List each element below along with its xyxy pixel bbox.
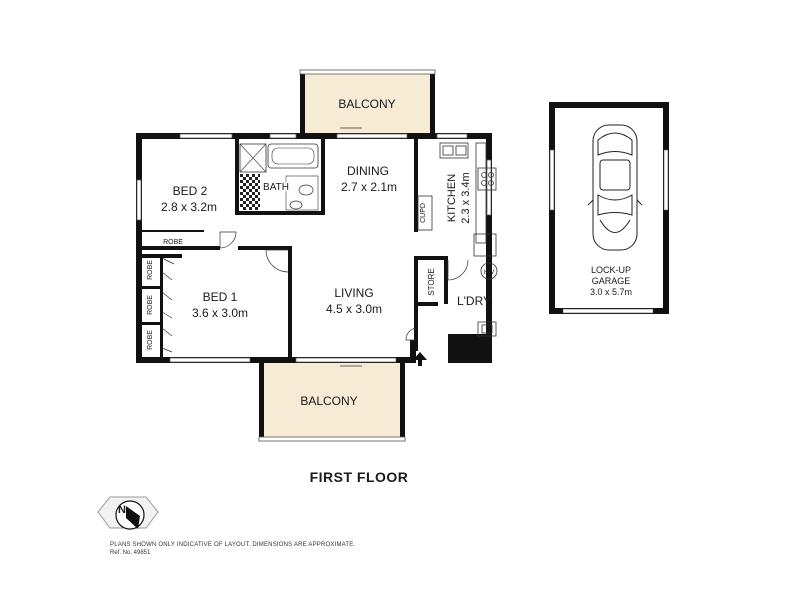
robe-1-label: ROBE: [147, 260, 154, 280]
garage: [549, 102, 669, 314]
windows: [136, 133, 492, 363]
car-icon: [587, 124, 643, 251]
bed2-name: BED 2: [173, 184, 208, 198]
dining-size: 2.7 x 2.1m: [341, 180, 397, 194]
north-compass-icon: [97, 496, 159, 530]
balcony-top: [299, 69, 436, 136]
kitchen-size: 2.3 x 3.4m: [460, 172, 472, 223]
entry-arrow: [413, 352, 427, 366]
dining-name: DINING: [347, 164, 389, 178]
bed1-name: BED 1: [203, 290, 238, 304]
balcony-bottom: [258, 359, 406, 442]
balcony-top-label: BALCONY: [338, 97, 395, 111]
robe-2-label: ROBE: [147, 295, 154, 315]
doors: [161, 231, 469, 353]
hw-label: HW: [484, 270, 494, 276]
robe-3-label: ROBE: [147, 330, 154, 350]
bed1-size: 3.6 x 3.0m: [192, 306, 248, 320]
robe-bed2-label: ROBE: [163, 239, 183, 246]
garage-line2: GARAGE: [592, 276, 631, 286]
living-name: LIVING: [334, 286, 373, 300]
reference-number: Ref. No. 49851: [110, 550, 151, 556]
balcony-bottom-label: BALCONY: [300, 394, 357, 408]
kitchen-name: KITCHEN: [446, 174, 458, 222]
compass-north-letter: N: [118, 504, 126, 516]
garage-line1: LOCK-UP: [591, 265, 631, 275]
laundry-fixtures: [477, 262, 498, 337]
cupd-label: CUPD: [420, 203, 427, 223]
disclaimer-text: PLANS SHOWN ONLY INDICATIVE OF LAYOUT. D…: [110, 542, 356, 548]
garage-size: 3.0 x 5.7m: [590, 287, 632, 297]
slider-arrows: [340, 127, 362, 367]
floor-title: FIRST FLOOR: [309, 469, 409, 485]
bed2-size: 2.8 x 3.2m: [161, 200, 217, 214]
laundry-label: L'DRY: [457, 294, 491, 308]
kitchen-fixtures: [417, 142, 497, 257]
bath-label: BATH: [263, 182, 289, 193]
living-size: 4.5 x 3.0m: [326, 302, 382, 316]
store-label: STORE: [427, 268, 436, 295]
bath-fixtures: [239, 143, 319, 211]
interior-walls: [142, 139, 448, 362]
exterior-walls: [136, 133, 492, 363]
